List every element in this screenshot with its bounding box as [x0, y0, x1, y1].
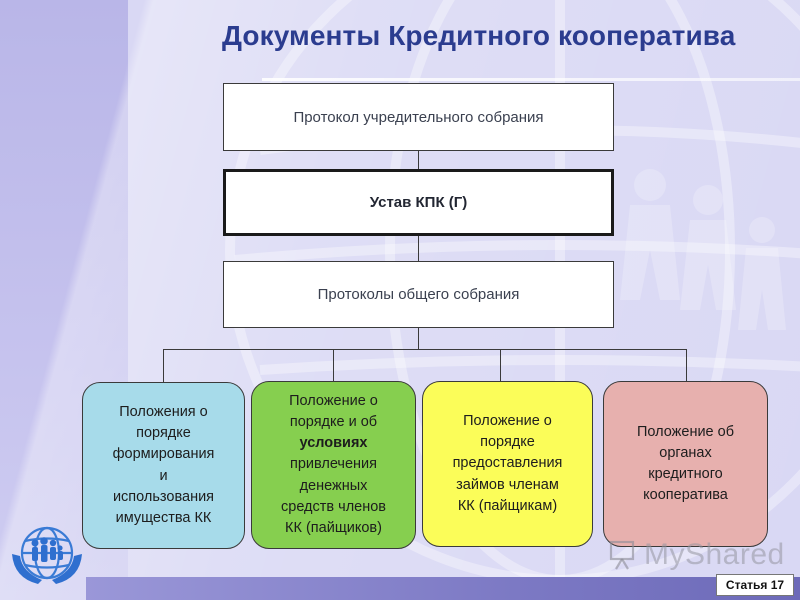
leaf-2-line-7: КК (пайщиков)	[285, 519, 382, 536]
leaf-4-line-3: кредитного	[648, 466, 723, 482]
leaf-2-line-1: Положение о	[289, 393, 378, 410]
general-meeting-protocols-box: Протоколы общего собрания	[223, 261, 614, 328]
charter-label: Устав КПК (Г)	[369, 194, 468, 211]
property-regulation-box: Положения о порядке формирования и испол…	[82, 382, 245, 549]
leaf-1-line-3: формирования	[112, 446, 215, 463]
bottom-band	[86, 577, 800, 600]
charter-box: Устав КПК (Г)	[223, 169, 614, 236]
watermark-text: MyShared	[608, 538, 784, 574]
connector-drop-4	[686, 349, 687, 381]
leaf-1-line-4: и	[159, 467, 168, 484]
leaf-4-line-4: кооператива	[643, 487, 728, 504]
article-tag-label: Статья 17	[725, 578, 785, 592]
watermark-label: MyShared	[644, 538, 785, 571]
leaf-3-line-3: предоставления	[452, 455, 563, 472]
connector-drop-2	[333, 349, 334, 381]
leaf-3-line-2: порядке	[480, 434, 535, 451]
family-in-hands-globe-logo	[12, 526, 82, 584]
founding-meeting-protocol-box: Протокол учредительного собрания	[223, 83, 614, 151]
founding-meeting-protocol-label: Протокол учредительного собрания	[293, 108, 544, 126]
connector-protocol-ustav	[418, 151, 419, 169]
leaf-2-line-4: привлечения	[289, 456, 377, 473]
projector-screen-icon	[609, 540, 635, 570]
leaf-1-line-6: имущества КК	[115, 509, 212, 526]
general-meeting-protocols-label: Протоколы общего собрания	[317, 286, 520, 303]
page-title: Документы Кредитного кооператива	[222, 20, 736, 51]
leaf-2-line-2: порядке и об	[289, 414, 378, 431]
connector-drop-3	[500, 349, 501, 381]
connector-general-bus	[418, 328, 419, 350]
leaf-1-line-1: Положения о	[119, 404, 208, 421]
funds-attraction-regulation-box: Положение о порядке и об условиях привле…	[251, 381, 416, 549]
leaf-3-line-5: КК (пайщикам)	[457, 497, 558, 514]
connector-horizontal-bus	[163, 349, 687, 350]
leaf-4-line-1: Положение об	[636, 423, 735, 440]
leaf-1-line-2: порядке	[136, 425, 191, 442]
article-tag: Статья 17	[716, 574, 794, 596]
leaf-3-line-4: займов членам	[456, 476, 559, 493]
bodies-regulation-box: Положение об органах кредитного кооперат…	[603, 381, 768, 547]
leaf-1-line-5: использования	[112, 488, 215, 505]
leaf-4-line-2: органах	[659, 444, 712, 461]
title-underline	[262, 78, 800, 81]
leaf-2-line-5: денежных	[299, 477, 368, 494]
loans-regulation-box: Положение о порядке предоставления займо…	[422, 381, 593, 547]
connector-ustav-general	[418, 236, 419, 261]
connector-drop-1	[163, 349, 164, 382]
leaf-3-line-1: Положение о	[463, 413, 552, 430]
leaf-2-bold-word: условиях	[299, 435, 368, 452]
leaf-2-line-6: средств членов	[281, 498, 386, 515]
